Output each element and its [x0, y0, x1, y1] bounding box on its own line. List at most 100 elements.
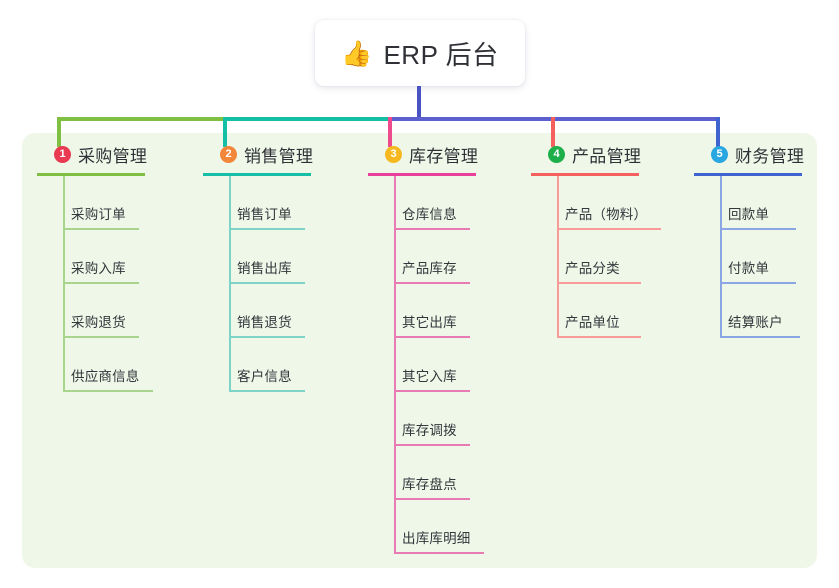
branch-number-badge: 1 — [54, 145, 71, 163]
bus-purple — [390, 117, 720, 121]
branch-item-rule — [720, 228, 796, 230]
branch-item-rule — [557, 282, 641, 284]
branch-header-4[interactable]: 4 产品管理 — [531, 142, 641, 166]
bus-green — [57, 117, 223, 121]
branch-item[interactable]: 库存调拨 — [368, 392, 478, 446]
branch-item-rule — [394, 228, 470, 230]
branch-item-rule — [229, 390, 305, 392]
branch-number-badge: 3 — [385, 145, 402, 163]
branch-item[interactable]: 产品分类 — [531, 230, 641, 284]
branch-item-label: 销售退货 — [237, 315, 292, 330]
branch-item-list: 产品（物料） 产品分类产品单位 — [531, 176, 661, 338]
branch-item-label: 销售出库 — [237, 261, 292, 276]
branch-column-1: 1 采购管理采购订单采购入库采购退货供应商信息 — [37, 142, 153, 392]
branch-item-label: 产品分类 — [565, 261, 620, 276]
branch-column-3: 3 库存管理仓库信息产品库存其它出库其它入库库存调拨库存盘点出库库明细 — [368, 142, 484, 554]
branch-spine — [557, 176, 559, 338]
branch-header-rule — [531, 173, 639, 176]
branch-spine — [720, 176, 722, 338]
branch-item-rule — [557, 336, 641, 338]
thumbs-up-icon: 👍 — [341, 38, 373, 68]
branch-item-list: 回款单付款单结算账户 — [694, 176, 804, 338]
branch-item[interactable]: 供应商信息 — [37, 338, 153, 392]
branch-item-rule — [557, 228, 661, 230]
branch-item[interactable]: 客户信息 — [203, 338, 313, 392]
branch-spine — [394, 176, 396, 554]
branch-item[interactable]: 产品库存 — [368, 230, 478, 284]
branch-header-3[interactable]: 3 库存管理 — [368, 142, 478, 166]
drop-teal — [223, 117, 227, 147]
branch-item[interactable]: 采购退货 — [37, 284, 147, 338]
branch-item[interactable]: 其它入库 — [368, 338, 478, 392]
branch-column-2: 2 销售管理销售订单销售出库销售退货客户信息 — [203, 142, 313, 392]
branch-item-label: 采购退货 — [71, 315, 126, 330]
branch-item-rule — [63, 390, 153, 392]
branch-title: 产品管理 — [572, 146, 642, 166]
branch-item[interactable]: 回款单 — [694, 176, 804, 230]
branch-item[interactable]: 结算账户 — [694, 284, 804, 338]
branch-item[interactable]: 付款单 — [694, 230, 804, 284]
bus-teal — [223, 117, 390, 121]
branch-item-rule — [394, 552, 484, 554]
branch-item[interactable]: 仓库信息 — [368, 176, 478, 230]
drop-blue — [716, 117, 720, 147]
branch-item-label: 其它出库 — [402, 315, 457, 330]
branch-spine — [229, 176, 231, 392]
branch-item[interactable]: 销售退货 — [203, 284, 313, 338]
branch-item[interactable]: 销售出库 — [203, 230, 313, 284]
branch-item-label: 客户信息 — [237, 369, 292, 384]
root-node-card[interactable]: 👍 ERP 后台 — [315, 20, 525, 86]
branch-item-rule — [394, 282, 470, 284]
branch-item-rule — [229, 336, 305, 338]
diagram-background-panel — [22, 133, 817, 568]
branch-item-rule — [394, 336, 470, 338]
branch-item[interactable]: 产品单位 — [531, 284, 641, 338]
branch-title: 销售管理 — [244, 146, 314, 166]
branch-item-list: 仓库信息产品库存其它出库其它入库库存调拨库存盘点出库库明细 — [368, 176, 484, 554]
branch-number-badge: 2 — [220, 145, 237, 163]
branch-item-label: 出库库明细 — [402, 531, 471, 546]
branch-item-rule — [720, 282, 796, 284]
branch-header-rule — [694, 173, 802, 176]
branch-item-label: 销售订单 — [237, 207, 292, 222]
branch-item-rule — [720, 336, 800, 338]
branch-title: 库存管理 — [409, 146, 479, 166]
branch-item-label: 库存调拨 — [402, 423, 457, 438]
branch-spine — [63, 176, 65, 392]
drop-green — [57, 117, 61, 147]
root-node-content: 👍 ERP 后台 — [341, 35, 498, 72]
trunk-vertical — [417, 86, 421, 121]
branch-item-rule — [229, 282, 305, 284]
branch-item-rule — [394, 444, 470, 446]
branch-item-label: 结算账户 — [728, 315, 783, 330]
branch-item-rule — [394, 498, 470, 500]
branch-number-badge: 4 — [548, 145, 565, 163]
drop-red — [551, 117, 555, 147]
branch-header-1[interactable]: 1 采购管理 — [37, 142, 147, 166]
branch-item-label: 产品（物料） — [565, 207, 648, 222]
branch-item[interactable]: 采购入库 — [37, 230, 147, 284]
branch-item[interactable]: 采购订单 — [37, 176, 147, 230]
branch-item-list: 采购订单采购入库采购退货供应商信息 — [37, 176, 153, 392]
branch-item-label: 供应商信息 — [71, 369, 140, 384]
branch-item[interactable]: 产品（物料） — [531, 176, 661, 230]
branch-item[interactable]: 销售订单 — [203, 176, 313, 230]
branch-item[interactable]: 出库库明细 — [368, 500, 484, 554]
branch-item[interactable]: 库存盘点 — [368, 446, 478, 500]
branch-title: 采购管理 — [78, 146, 148, 166]
branch-item-rule — [394, 390, 470, 392]
branch-item-label: 产品单位 — [565, 315, 620, 330]
branch-header-rule — [37, 173, 145, 176]
branch-header-2[interactable]: 2 销售管理 — [203, 142, 313, 166]
branch-header-rule — [203, 173, 311, 176]
branch-item-label: 采购入库 — [71, 261, 126, 276]
branch-item-label: 其它入库 — [402, 369, 457, 384]
branch-item[interactable]: 其它出库 — [368, 284, 478, 338]
branch-item-label: 产品库存 — [402, 261, 457, 276]
branch-item-label: 采购订单 — [71, 207, 126, 222]
branch-item-label: 库存盘点 — [402, 477, 457, 492]
branch-title: 财务管理 — [735, 146, 805, 166]
branch-item-rule — [63, 336, 139, 338]
